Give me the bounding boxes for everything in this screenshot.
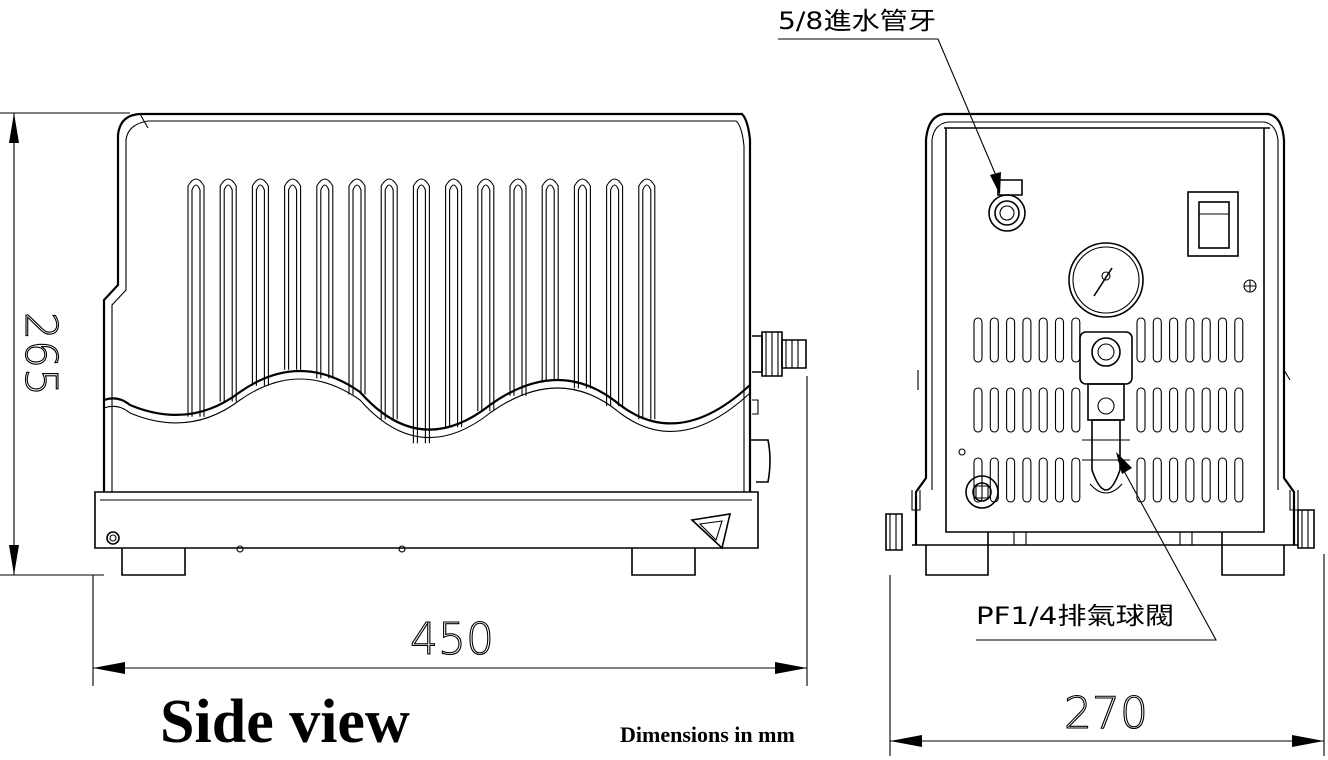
front-louver [1136,317,1146,363]
front-louver [1038,387,1048,433]
side-rib-inner [288,184,298,370]
front-louver [1071,387,1081,433]
dimension-width-line [889,554,1325,756]
inlet-leader [778,38,1001,195]
front-louver [1217,457,1228,503]
side-rib [251,178,269,386]
side-rib-inner [449,184,459,428]
units-note: Dimensions in mm [620,722,795,747]
front-louver [1234,317,1244,363]
front-louver [989,457,999,503]
side-rib [380,178,398,420]
dimension-length-line [92,376,808,686]
front-louver [973,387,983,433]
side-rib-inner [416,184,426,444]
front-louver [1152,317,1162,363]
front-louver [1054,317,1065,363]
front-louver [1054,457,1065,503]
front-louver [1006,387,1016,433]
front-louver [1038,457,1048,503]
front-louver [1169,317,1179,363]
side-rib-inner [577,184,587,389]
side-rib [412,178,430,444]
front-louver [1234,387,1244,433]
front-louver [1201,457,1211,503]
length-dimension-value: 450 [410,614,494,665]
front-louver [1217,387,1228,433]
side-rib [606,178,624,407]
front-louver [1022,457,1032,503]
side-view-drawing [94,112,807,576]
front-louver [973,457,983,503]
front-louver [1185,387,1195,433]
front-louver [1136,387,1146,433]
view-title: Side view [160,688,410,756]
front-louver [1169,387,1179,433]
front-louver [1185,317,1195,363]
side-rib [187,178,205,417]
side-rib-inner [513,184,523,396]
width-dimension-value: 270 [1064,688,1148,739]
side-rib [316,178,334,379]
height-dimension-value: 265 [15,312,66,396]
side-rib [284,178,302,370]
front-louver [1006,317,1016,363]
side-rib-inner [481,184,491,412]
front-louver [1006,457,1016,503]
side-rib [219,178,237,402]
side-rib [477,178,495,412]
side-rib-inner [610,184,620,407]
side-rib-inner [384,184,394,420]
side-rib-inner [223,184,233,402]
vent-valve-leader [976,452,1217,641]
front-view-drawing [885,112,1315,576]
front-louver [1038,317,1048,363]
dimension-height-line [0,112,130,576]
front-louver [1136,457,1146,503]
front-louver [1201,387,1211,433]
front-louver [1022,317,1032,363]
side-rib-inner [352,184,362,395]
front-louver [1201,317,1211,363]
inlet-label: 5/8進水管牙 [778,7,936,35]
front-louver [989,317,999,363]
front-louver [1152,457,1162,503]
front-louver [1071,317,1081,363]
side-rib [445,178,463,428]
front-louver [1185,457,1195,503]
side-rib [638,178,656,420]
side-rib-inner [191,184,201,417]
front-louver [1152,387,1162,433]
front-louver [1071,457,1081,503]
front-louver [1169,457,1179,503]
front-louver [1217,317,1228,363]
side-rib-inner [320,184,330,379]
front-louver [1054,387,1065,433]
vent-valve-label: PF1/4排氣球閥 [976,602,1174,630]
front-louver [1022,387,1032,433]
front-louver [973,317,983,363]
side-rib-inner [642,184,652,420]
side-rib [348,178,366,395]
side-rib-inner [545,184,555,381]
front-louver [1234,457,1244,503]
side-rib-inner [255,184,265,386]
side-rib [573,178,591,389]
side-rib [541,178,559,381]
front-louver [989,387,999,433]
side-rib [509,178,527,396]
